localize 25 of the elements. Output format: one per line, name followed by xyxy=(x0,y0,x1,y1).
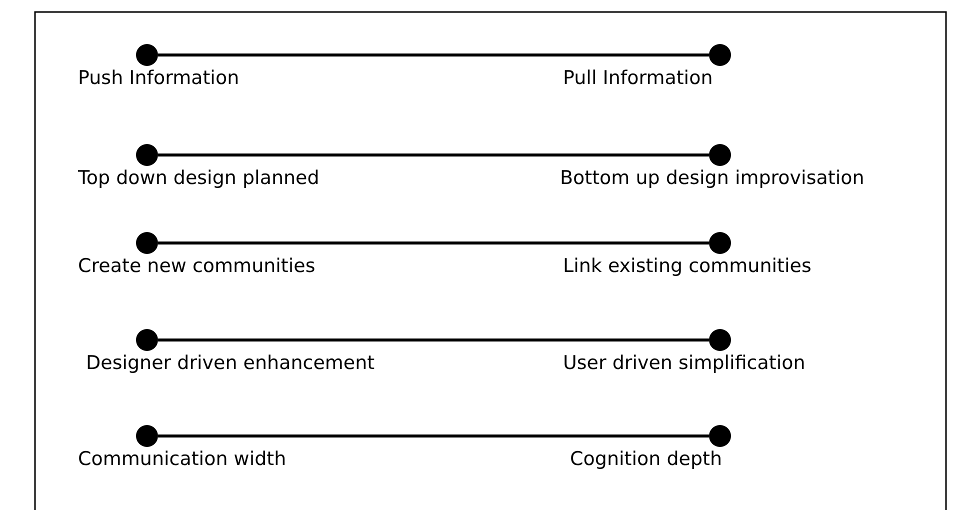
spectrum-line xyxy=(158,54,709,56)
spectrum-line xyxy=(158,242,709,244)
endpoint-label: Bottom up design improvisation xyxy=(560,167,864,189)
endpoint-label: Communication width xyxy=(78,448,286,470)
spectrum-line xyxy=(158,154,709,156)
endpoint-dot xyxy=(709,329,731,351)
spectrum-line xyxy=(158,338,709,342)
endpoint-dot xyxy=(136,44,158,66)
endpoint-dot xyxy=(709,144,731,166)
endpoint-label: Pull Information xyxy=(563,67,713,89)
endpoint-label: Push Information xyxy=(78,67,240,89)
endpoint-dot xyxy=(136,232,158,254)
endpoint-label: User driven simplification xyxy=(563,352,806,374)
endpoint-dot xyxy=(136,329,158,351)
endpoint-dot xyxy=(136,425,158,447)
endpoint-dot xyxy=(709,44,731,66)
endpoint-label: Create new communities xyxy=(78,255,316,277)
endpoint-label: Designer driven enhancement xyxy=(86,352,375,374)
endpoint-dot xyxy=(709,232,731,254)
endpoint-dot xyxy=(136,144,158,166)
endpoint-dot xyxy=(709,425,731,447)
endpoint-label: Cognition depth xyxy=(570,448,722,470)
spectrum-line xyxy=(158,434,709,438)
endpoint-label: Top down design planned xyxy=(78,167,320,189)
endpoint-label: Link existing communities xyxy=(563,255,812,277)
